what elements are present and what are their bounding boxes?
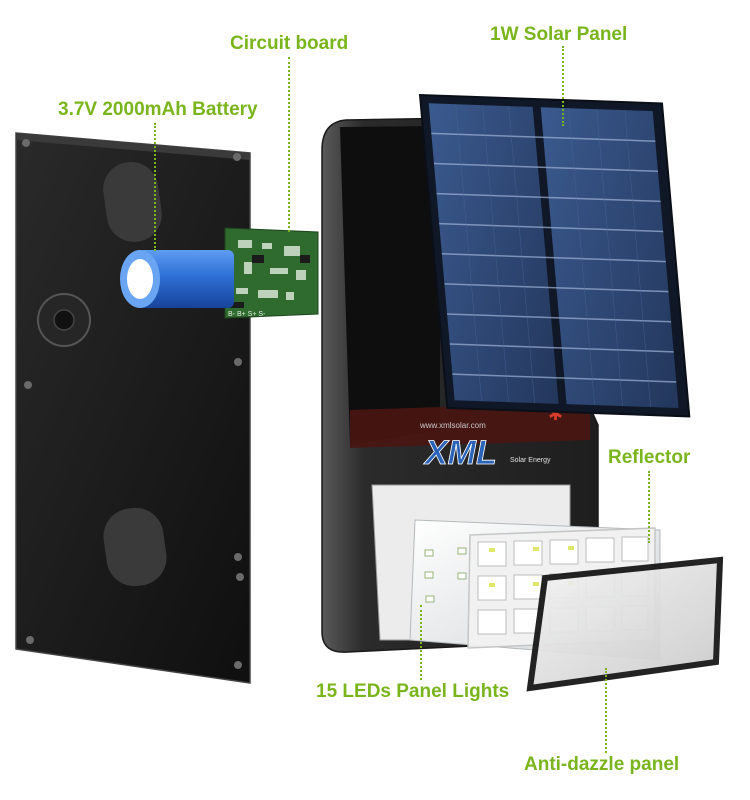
label-battery: 3.7V 2000mAh Battery <box>58 99 258 120</box>
brand-logo: www.xmlsolar.com XML Solar Energy ✱ <box>419 404 563 472</box>
leader-circuit-board <box>288 57 290 232</box>
leader-battery <box>154 123 156 251</box>
anti-dazzle-panel <box>526 556 724 692</box>
label-anti-dazzle: Anti-dazzle panel <box>524 754 680 775</box>
label-circuit-board: Circuit board <box>230 33 349 54</box>
mounting-slot-top <box>103 161 162 242</box>
label-reflector: Reflector <box>608 447 691 468</box>
mounting-slot-bottom <box>103 507 167 587</box>
back-mounting-plate <box>15 132 251 684</box>
screw-holes <box>22 139 244 669</box>
logo-text: XML <box>423 434 497 472</box>
led-chips <box>424 547 467 603</box>
solar-panel <box>418 93 691 418</box>
battery <box>120 250 234 308</box>
logo-url: www.xmlsolar.com <box>419 421 486 430</box>
logo-slogan: Solar Energy <box>510 457 551 464</box>
leader-solar-panel <box>562 46 564 126</box>
leader-reflector <box>648 471 650 543</box>
label-solar-panel: 1W Solar Panel <box>490 24 628 45</box>
pcb-marking: B- B+ S+ S- <box>228 311 266 318</box>
leader-led-panel <box>420 605 422 680</box>
label-led-panel: 15 LEDs Panel Lights <box>316 681 510 702</box>
circuit-board: B- B+ S+ S- <box>224 227 319 319</box>
leader-anti-dazzle <box>605 668 607 753</box>
